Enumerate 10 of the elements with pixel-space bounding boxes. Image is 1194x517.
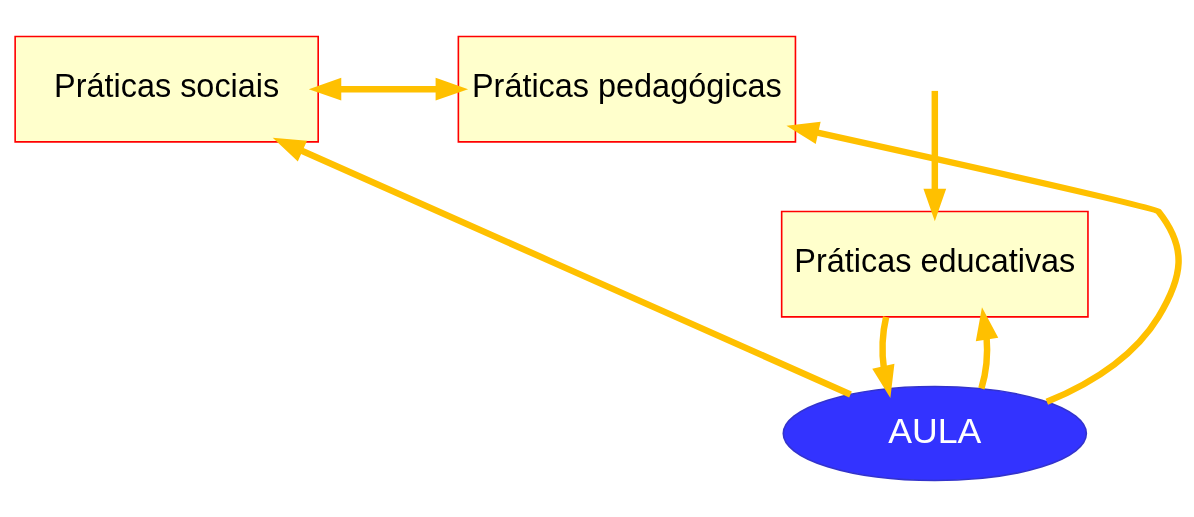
arrow <box>786 121 1182 405</box>
arrow <box>975 307 999 390</box>
arrow <box>923 90 947 222</box>
node-ellipse: AULA <box>782 385 1088 482</box>
arrow <box>872 316 895 398</box>
node-box: Práticas sociais <box>14 35 319 143</box>
arrow <box>272 137 852 398</box>
node-box: Práticas pedagógicas <box>457 35 797 143</box>
node-box: Práticas educativas <box>780 210 1089 318</box>
arrow <box>308 77 469 101</box>
